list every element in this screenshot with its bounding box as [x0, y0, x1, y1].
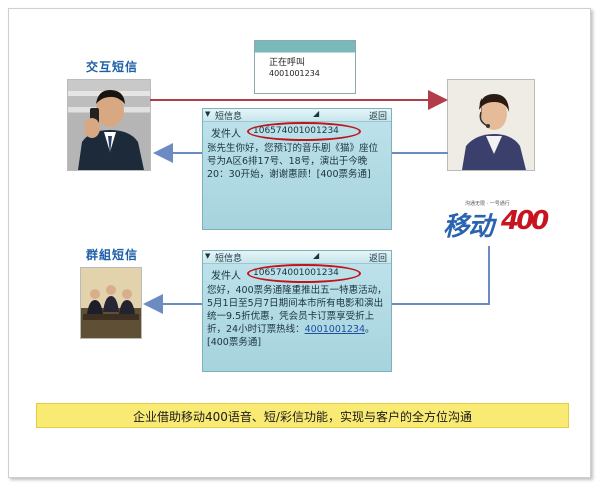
menu-triangle-icon: ▼ — [205, 252, 211, 260]
highlight-oval — [247, 264, 361, 283]
back-button[interactable]: 返回 — [368, 112, 387, 122]
caption-text: 企业借助移动400语音、短/彩信功能，实现与客户的全方位沟通 — [133, 410, 472, 424]
sms-message: 您好，400票务通隆重推出五一特惠活动，5月1日至5月7日期间本市所有电影和演出… — [203, 282, 391, 349]
logo-number: 400 — [501, 206, 549, 236]
sms-message-text: 您好，400票务通隆重推出五一特惠活动，5月1日至5月7日期间本市所有电影和演出… — [207, 285, 387, 335]
calling-status: 正在呼叫 — [269, 58, 306, 68]
caption-banner: 企业借助移动400语音、短/彩信功能，实现与客户的全方位沟通 — [36, 403, 569, 428]
caller-photo — [67, 79, 151, 171]
group-sms-title: 群組短信 — [86, 248, 139, 262]
meeting-photo — [80, 267, 142, 339]
hotline-link[interactable]: 4001001234 — [304, 324, 366, 335]
logo-brand: 移动 — [443, 212, 494, 242]
sms-signature: 。[400票务通] — [207, 324, 375, 348]
sms-screen-reminder: ▼ 短信息 ◢ 返回 发件人 106574001001234 张先生你好，您预订… — [202, 108, 392, 230]
sms-message: 张先生你好，您预订的音乐剧《猫》座位号为A区6排17号、18号，演出于今晚20：… — [207, 143, 379, 180]
sender-label: 发件人 — [211, 129, 241, 140]
signal-icon: ◢ — [313, 109, 320, 118]
agent-photo — [447, 79, 535, 171]
back-button[interactable]: 返回 — [368, 254, 387, 264]
sms-header-label: 短信息 — [215, 112, 243, 122]
highlight-oval — [247, 122, 361, 141]
calling-dialog: 正在呼叫 4001001234 — [254, 40, 356, 94]
logo-slogan: 沟通无限 · 一号通行 — [465, 201, 510, 207]
sender-label: 发件人 — [211, 271, 241, 282]
sms-header-bar: ▼ 短信息 ◢ 返回 — [203, 109, 391, 122]
interactive-sms-title: 交互短信 — [86, 60, 139, 74]
sms-header-bar: ▼ 短信息 ◢ 返回 — [203, 251, 391, 264]
sms-header-label: 短信息 — [215, 254, 243, 264]
menu-triangle-icon: ▼ — [205, 110, 211, 118]
signal-icon: ◢ — [313, 251, 320, 260]
sender-row: 发件人 106574001001234 — [203, 122, 391, 141]
logo-to-sms-line — [392, 246, 490, 305]
sender-row: 发件人 106574001001234 — [203, 264, 391, 283]
sms-screen-promotion: ▼ 短信息 ◢ 返回 发件人 106574001001234 您好，400票务通… — [202, 250, 392, 372]
mobile-400-logo: 沟通无限 · 一号通行 移动 400 — [443, 200, 549, 242]
calling-number: 4001001234 — [269, 69, 320, 78]
